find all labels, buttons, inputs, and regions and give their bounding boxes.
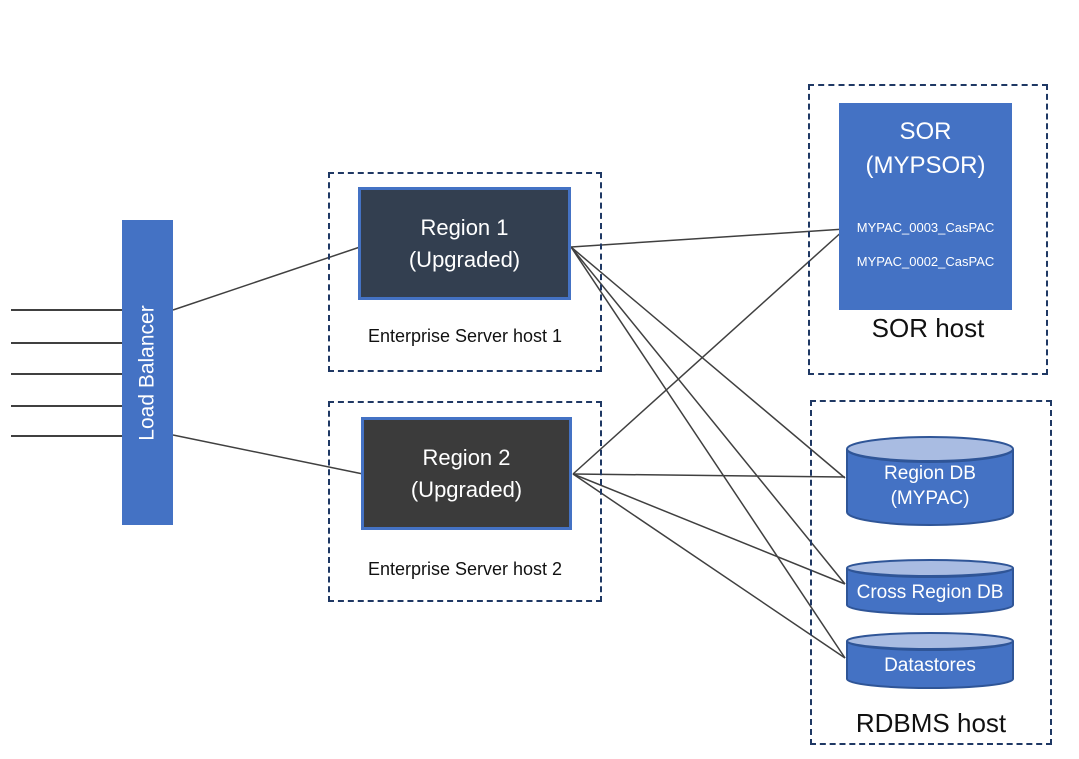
enterprise-server-host-1-container: Region 1 (Upgraded) Enterprise Server ho…: [328, 172, 602, 372]
sor-pac-entry-1: MYPAC_0003_CasPAC: [856, 220, 995, 235]
sor-title-line1: SOR: [899, 118, 952, 145]
region-db-cylinder: Region DB (MYPAC): [845, 435, 1015, 526]
sor-box: SOR (MYPSOR) MYPAC_0003_CasPAC MYPAC_000…: [839, 103, 1012, 310]
region-1-box: Region 1 (Upgraded): [358, 187, 571, 300]
region-1-label-line1: Region 1: [420, 214, 509, 240]
cross-region-db-label: Cross Region DB: [845, 559, 1015, 615]
rdbms-host-label: RDBMS host: [855, 708, 1007, 738]
datastores-cylinder: Datastores: [845, 632, 1015, 689]
cross-region-db-cylinder: Cross Region DB: [845, 559, 1015, 615]
cross-region-db-label-line1: Cross Region DB: [856, 581, 1004, 603]
incoming-request-lines: [11, 309, 124, 437]
connector-region2-sor: [572, 228, 846, 475]
connector-region1-region-db: [570, 246, 846, 479]
sor-box-title: SOR (MYPSOR): [839, 115, 1012, 183]
connector-region2-datastores: [572, 473, 846, 659]
region-2-label-line1: Region 2: [422, 444, 511, 470]
connector-region1-sor: [570, 228, 846, 248]
database-cylinder-icon: [846, 436, 1014, 526]
region-db-label: Region DB (MYPAC): [845, 435, 1015, 526]
sor-title-line2: (MYPSOR): [865, 152, 986, 179]
connector-lb-region2: [172, 434, 364, 475]
region-db-label-line1: Region DB: [884, 462, 976, 484]
connector-region1-datastores: [570, 246, 846, 659]
region-db-label-line2: (MYPAC): [890, 487, 970, 509]
enterprise-server-host-2-container: Region 2 (Upgraded) Enterprise Server ho…: [328, 401, 602, 602]
rdbms-host-container: Region DB (MYPAC) Cross Region DB Datast…: [810, 400, 1052, 745]
database-cylinder-icon: [846, 632, 1014, 689]
datastores-label: Datastores: [845, 632, 1015, 689]
load-balancer-label: Load Balancer: [135, 304, 159, 441]
connector-region2-region-db: [572, 473, 846, 478]
datastores-label-line1: Datastores: [884, 655, 976, 676]
enterprise-server-host-2-label: Enterprise Server host 2: [367, 559, 563, 579]
region-1-label-line2: (Upgraded): [408, 246, 521, 272]
connector-region2-cross-region-db: [572, 473, 846, 585]
connector-region1-cross-region-db: [570, 246, 846, 585]
sor-host-label: SOR host: [871, 313, 985, 343]
enterprise-server-host-1-label: Enterprise Server host 1: [367, 326, 563, 346]
database-cylinder-icon: [846, 559, 1014, 615]
sor-host-container: SOR (MYPSOR) MYPAC_0003_CasPAC MYPAC_000…: [808, 84, 1048, 375]
connectors: [172, 228, 846, 659]
region-2-box: Region 2 (Upgraded): [361, 417, 572, 530]
load-balancer-box: Load Balancer: [122, 220, 173, 525]
region-2-label-line2: (Upgraded): [410, 476, 523, 502]
sor-pac-entry-2: MYPAC_0002_CasPAC: [856, 254, 995, 269]
